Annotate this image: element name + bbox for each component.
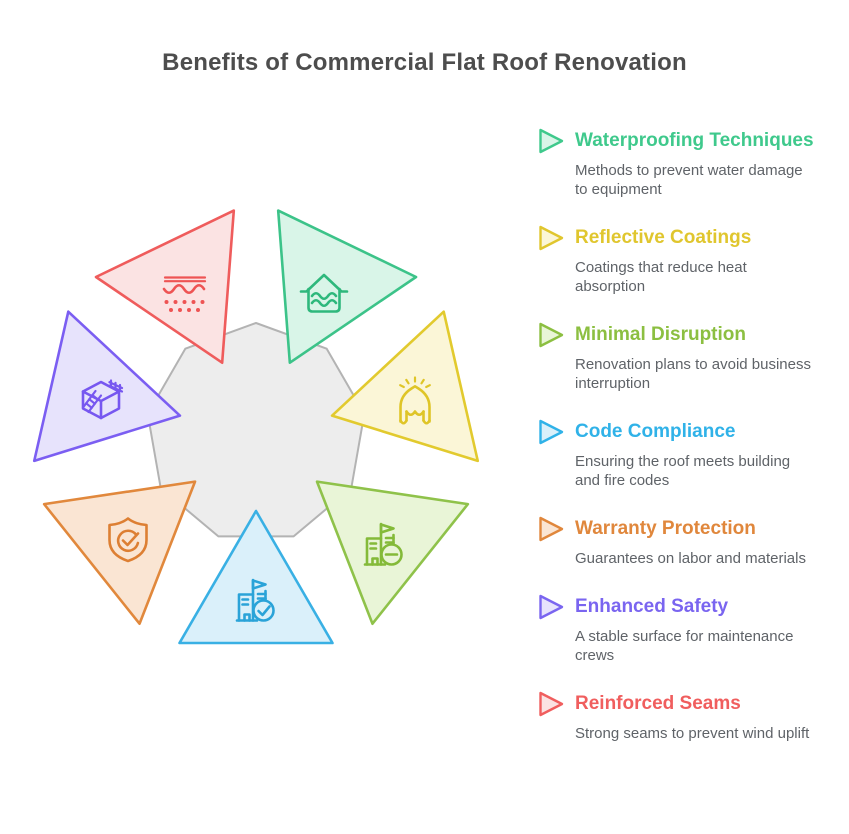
legend-item-code-compliance: Code Compliance Ensuring the roof meets … [537, 418, 843, 490]
legend-item-reflective-coatings: Reflective Coatings Coatings that reduce… [537, 224, 843, 296]
house-waterproof-icon [299, 273, 349, 313]
legend-item-description: A stable surface for maintenance crews [575, 628, 794, 664]
legend-item-description: Guarantees on labor and materials [575, 550, 806, 567]
legend-item-description: Methods to prevent water damage to equip… [575, 162, 803, 198]
building-check-icon [235, 578, 275, 622]
page-title: Benefits of Commercial Flat Roof Renovat… [162, 49, 687, 76]
legend-item-title: Warranty Protection [575, 518, 756, 539]
right-triangle-marker-icon [539, 322, 564, 348]
legend: Waterproofing Techniques Methods to prev… [537, 127, 843, 768]
right-triangle-marker-icon [539, 419, 564, 445]
reflective-coating-icon [399, 376, 431, 425]
right-triangle-marker-icon [539, 516, 564, 542]
right-triangle-marker-icon [539, 128, 564, 154]
legend-item-description: Coatings that reduce heat absorption [575, 259, 747, 295]
legend-item-title: Minimal Disruption [575, 324, 746, 345]
roof-seams-icon [162, 276, 207, 312]
right-triangle-marker-icon [539, 225, 564, 251]
legend-item-minimal-disruption: Minimal Disruption Renovation plans to a… [537, 321, 843, 393]
legend-item-title: Reinforced Seams [575, 693, 741, 714]
legend-item-title: Reflective Coatings [575, 227, 752, 248]
legend-item-description: Renovation plans to avoid business inter… [575, 356, 811, 392]
building-minus-icon [363, 522, 403, 566]
triangle-reflective-coatings [330, 310, 480, 463]
legend-item-enhanced-safety: Enhanced Safety A stable surface for mai… [537, 593, 843, 665]
legend-item-title: Code Compliance [575, 421, 736, 442]
legend-item-warranty-protection: Warranty Protection Guarantees on labor … [537, 515, 843, 568]
legend-item-title: Enhanced Safety [575, 596, 729, 617]
legend-item-description: Strong seams to prevent wind uplift [575, 725, 810, 742]
right-triangle-marker-icon [539, 691, 564, 717]
legend-item-reinforced-seams: Reinforced Seams Strong seams to prevent… [537, 690, 843, 743]
shield-check-icon [108, 517, 148, 563]
triangle-code-compliance [178, 509, 334, 645]
legend-item-description: Ensuring the roof meets building and fir… [575, 453, 791, 489]
right-triangle-marker-icon [539, 594, 564, 620]
legend-item-title: Waterproofing Techniques [575, 130, 814, 151]
triangle-warranty-protection [42, 480, 197, 626]
rooftop-ladder-icon [81, 379, 124, 420]
legend-item-waterproofing-techniques: Waterproofing Techniques Methods to prev… [537, 127, 843, 199]
triangle-reinforced-seams [94, 209, 236, 365]
triangle-waterproofing-techniques [276, 209, 418, 365]
